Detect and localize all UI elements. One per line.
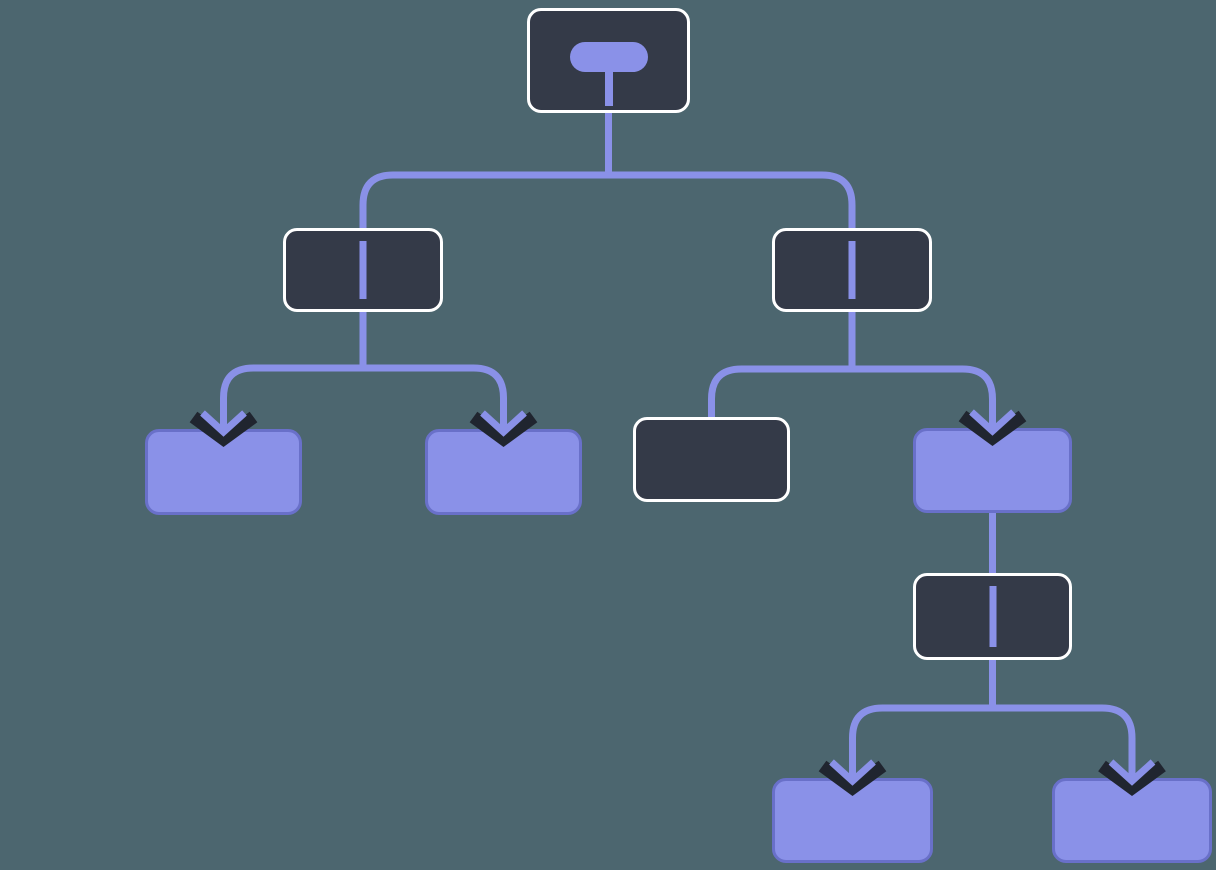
output-node-2[interactable]: [425, 429, 582, 515]
output-node-1[interactable]: [145, 429, 302, 515]
branch-node-right[interactable]: [772, 228, 932, 312]
passthrough-line-icon: [989, 586, 996, 647]
task-node-purple[interactable]: [913, 428, 1072, 513]
output-node-3[interactable]: [772, 778, 933, 863]
start-pill-icon: [569, 42, 648, 72]
start-pill-stem: [604, 69, 613, 106]
output-node-4[interactable]: [1052, 778, 1212, 863]
branch-node-bottom[interactable]: [913, 573, 1072, 660]
start-node[interactable]: [527, 8, 690, 113]
passthrough-line-icon: [359, 241, 367, 299]
branch-node-left[interactable]: [283, 228, 443, 312]
passthrough-line-icon: [848, 241, 856, 299]
task-node-dark[interactable]: [633, 417, 790, 502]
